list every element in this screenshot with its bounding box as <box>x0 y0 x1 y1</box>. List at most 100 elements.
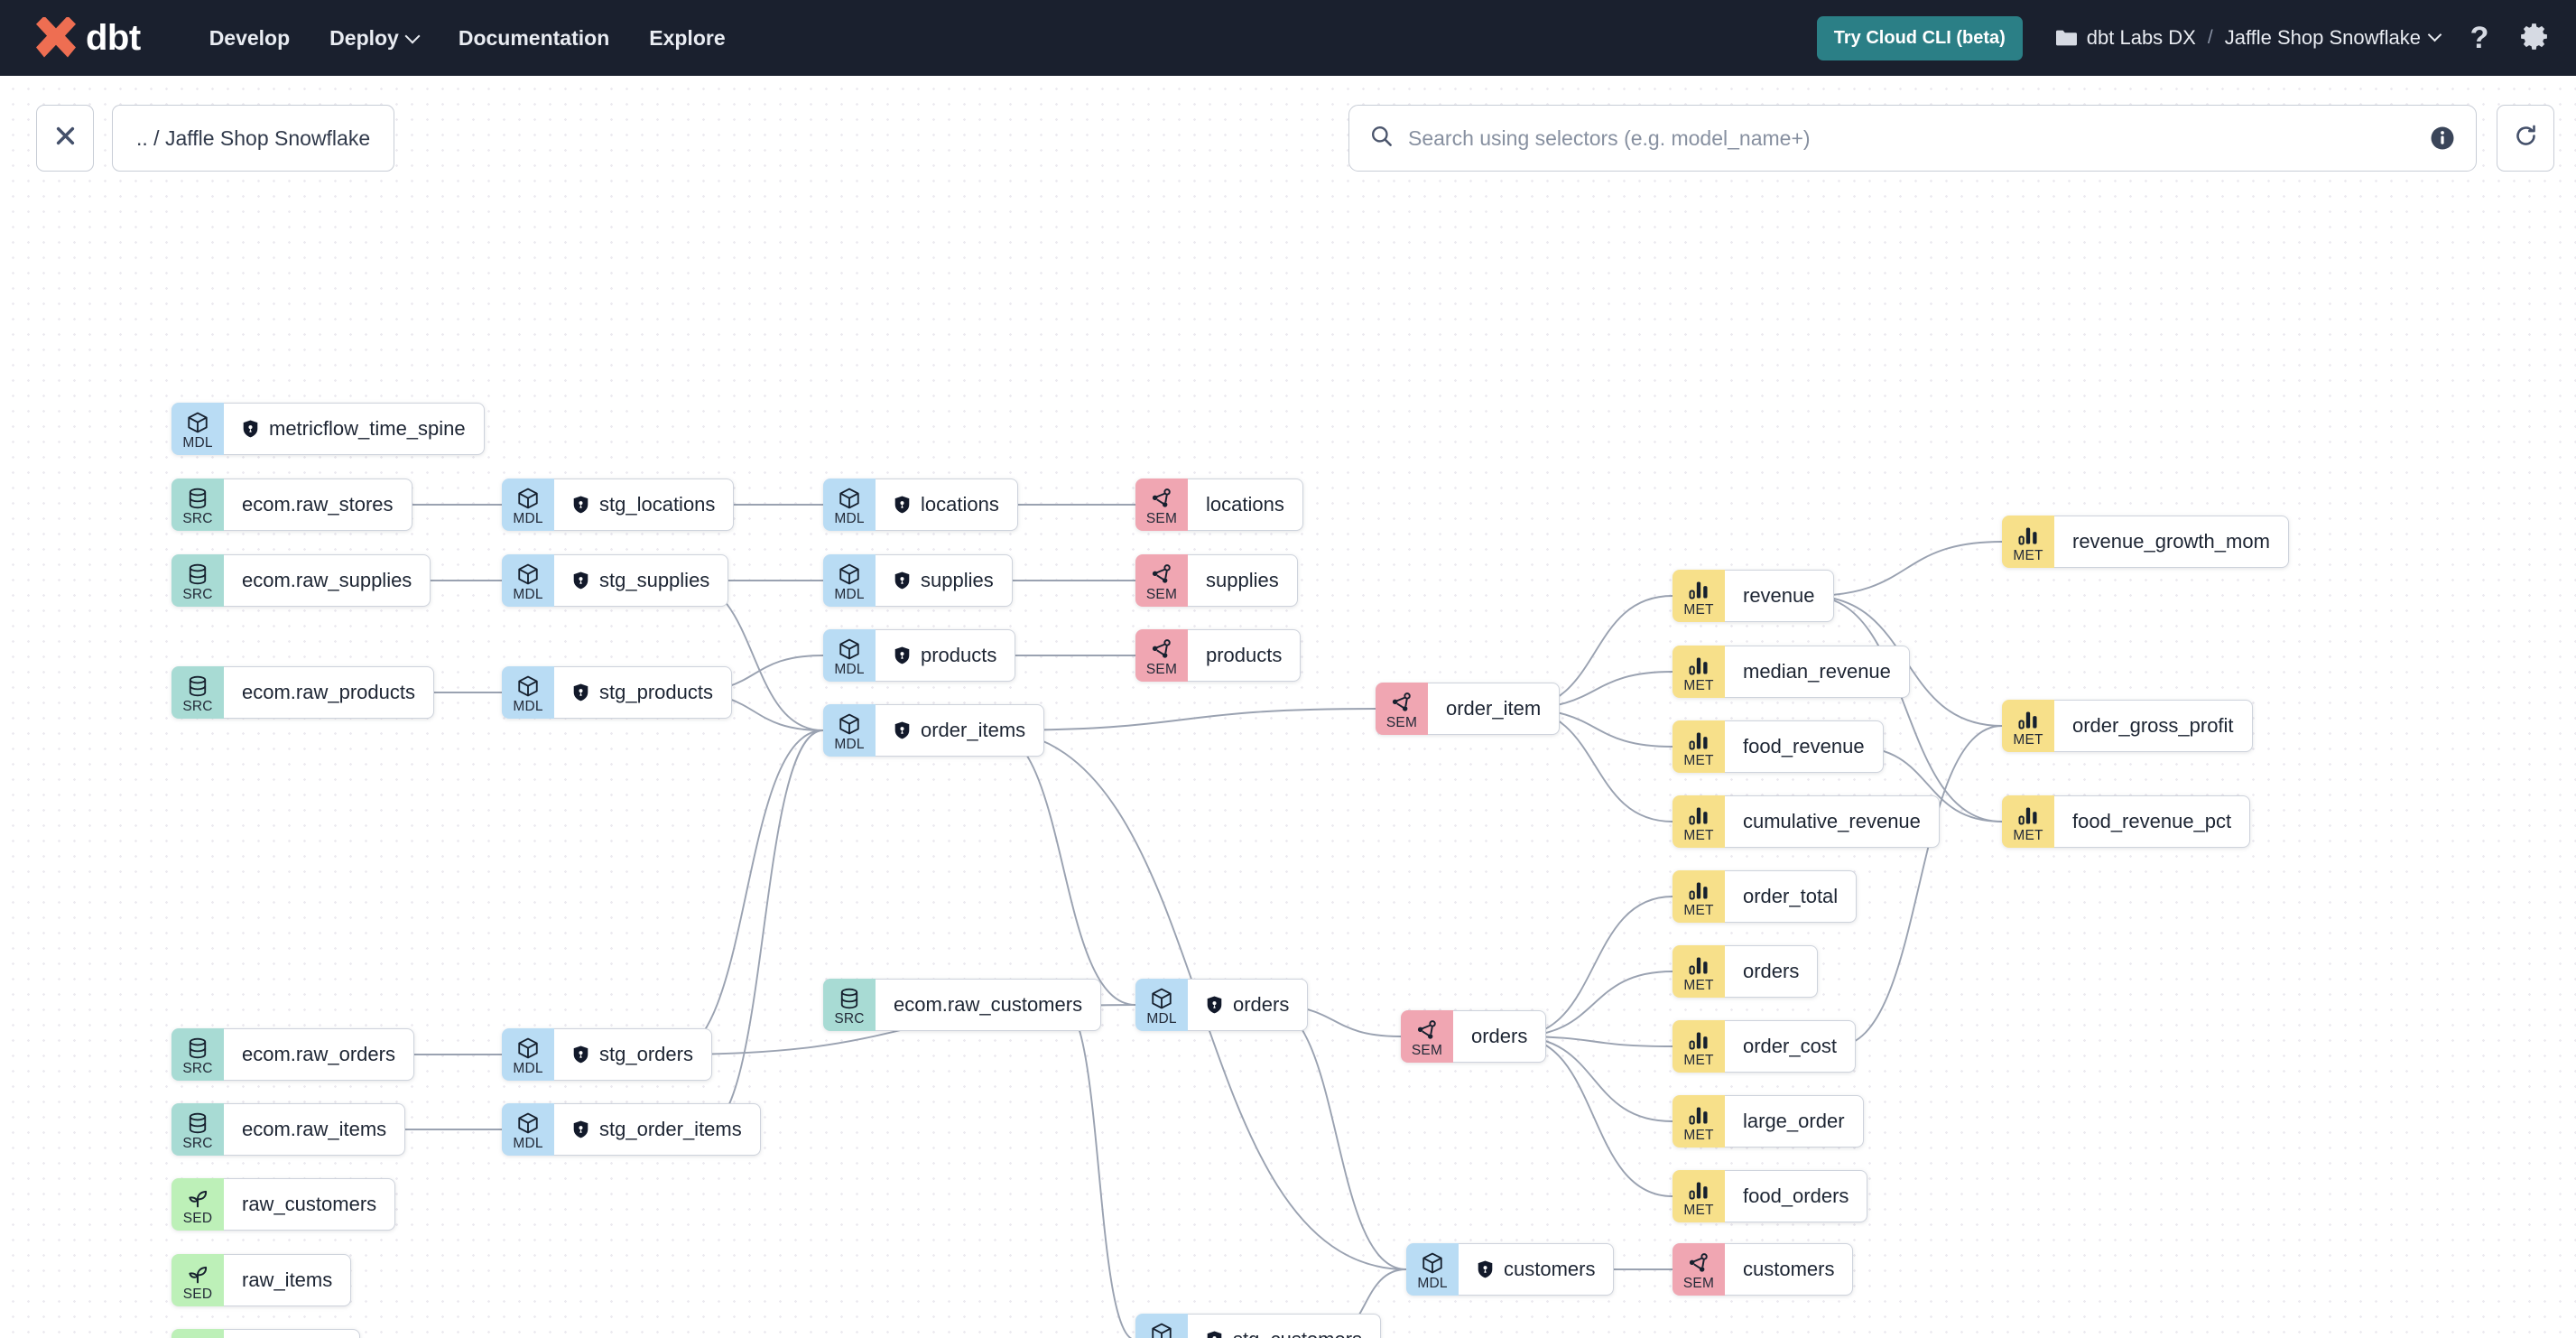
bar-chart-icon <box>1687 953 1710 977</box>
node-label: ecom.raw_orders <box>242 1043 395 1065</box>
try-cloud-cli-button[interactable]: Try Cloud CLI (beta) <box>1816 15 2023 60</box>
node-type-badge-sem: SEM <box>1135 629 1188 682</box>
node-label: orders <box>1743 960 1800 982</box>
refresh-icon <box>2514 124 2538 153</box>
node-body: median_revenue <box>1725 646 1910 698</box>
node-type-badge-mdl: MDL <box>823 629 876 682</box>
node-type-badge-sed: SED <box>171 1178 224 1231</box>
search-input[interactable] <box>1408 125 2429 151</box>
info-circle-icon[interactable] <box>2429 125 2456 152</box>
node-body: customers <box>1459 1243 1615 1296</box>
settings-button[interactable] <box>2518 23 2549 53</box>
dbt-logo[interactable]: dbt <box>32 15 141 59</box>
node-type-badge-sed: SED <box>171 1254 224 1306</box>
account-name[interactable]: dbt Labs DX <box>2086 26 2196 49</box>
node-label: ecom.raw_customers <box>894 993 1083 1016</box>
node-type-code: MET <box>1683 1052 1714 1068</box>
node-label: stg_customers <box>1233 1330 1362 1338</box>
node-body: stg_order_items <box>554 1103 761 1156</box>
question-mark-icon: ? <box>2469 21 2489 55</box>
node-body: metricflow_time_spine <box>224 403 485 455</box>
nav-link-deploy[interactable]: Deploy <box>310 17 439 60</box>
breadcrumb-pill-label: .. / Jaffle Shop Snowflake <box>136 125 371 150</box>
graph-node-ecom_raw_customers[interactable]: SRC ecom.raw_customers <box>823 979 1102 1031</box>
shield-icon <box>894 495 911 515</box>
graph-edge <box>1266 1004 1407 1270</box>
close-graph-button[interactable] <box>36 105 94 172</box>
lineage-graph-canvas[interactable]: .. / Jaffle Shop Snowflake <box>0 76 2576 1338</box>
node-type-code: MET <box>2013 547 2043 563</box>
node-type-badge-met: MET <box>1673 870 1725 923</box>
graph-edge <box>703 729 824 1130</box>
graph-node-ecom_raw_stores[interactable]: SRC ecom.raw_stores <box>171 479 412 531</box>
project-selector[interactable]: Jaffle Shop Snowflake <box>2225 26 2441 50</box>
node-type-code: MDL <box>834 736 865 752</box>
chevron-down-icon <box>2430 30 2441 41</box>
nav-link-documentation[interactable]: Documentation <box>439 17 629 60</box>
search-bar[interactable] <box>1348 105 2477 172</box>
help-button[interactable]: ? <box>2464 23 2495 53</box>
node-label: ecom.raw_stores <box>242 493 394 516</box>
database-icon <box>186 562 209 586</box>
breadcrumb-pill[interactable]: .. / Jaffle Shop Snowflake <box>112 105 395 172</box>
node-label: locations <box>1206 493 1284 516</box>
node-body: food_revenue_pct <box>2054 795 2251 848</box>
node-type-badge-met: MET <box>2002 516 2054 568</box>
nav-link-explore[interactable]: Explore <box>629 17 745 60</box>
node-body: products <box>1188 629 1302 682</box>
shield-icon <box>1477 1259 1494 1279</box>
node-type-badge-mdl: MDL <box>502 1103 554 1156</box>
node-body: products <box>876 629 1016 682</box>
cube-icon <box>516 1111 540 1135</box>
node-label: supplies <box>921 569 994 591</box>
node-type-code: SRC <box>834 1010 865 1027</box>
nav-link-develop[interactable]: Develop <box>190 17 310 60</box>
nav-right-cluster: Try Cloud CLI (beta) dbt Labs DX / Jaffl… <box>1816 15 2549 60</box>
node-type-badge-src: SRC <box>171 479 224 531</box>
node-label: ecom.raw_items <box>242 1118 387 1140</box>
cube-icon <box>186 411 209 434</box>
node-body: orders <box>1725 945 1819 998</box>
refresh-button[interactable] <box>2497 105 2554 172</box>
bar-chart-icon <box>2016 708 2040 731</box>
seedling-icon <box>186 1262 209 1286</box>
